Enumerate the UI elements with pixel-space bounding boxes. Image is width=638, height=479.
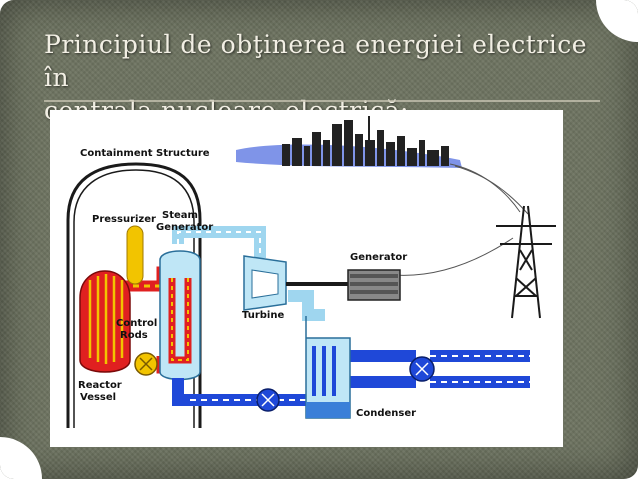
feedwater-pump	[256, 388, 280, 412]
generator	[347, 269, 401, 301]
label-reactor-vessel-line-2: Vessel	[80, 392, 116, 403]
label-containment-structure: Containment Structure	[80, 148, 210, 159]
reactor-coolant-pump	[134, 352, 158, 376]
title-rule	[44, 100, 600, 102]
label-steam-generator-line-1: Steam	[162, 210, 198, 221]
cooling-water-pump	[409, 356, 435, 382]
power-lines	[393, 163, 529, 276]
label-condenser: Condenser	[356, 408, 416, 419]
containment-structure	[66, 162, 202, 428]
label-turbine: Turbine	[242, 310, 284, 321]
condenser	[305, 316, 351, 419]
city-skyline-icon	[236, 116, 462, 168]
reactor-vessel	[79, 270, 131, 373]
label-generator: Generator	[350, 252, 407, 263]
transmission-tower-icon	[496, 205, 556, 319]
label-control-rods-line-2: Rods	[120, 330, 148, 341]
label-control-rods-line-1: Control	[116, 318, 157, 329]
label-steam-generator-line-2: Generator	[156, 222, 213, 233]
steam-generator	[159, 250, 201, 381]
label-pressurizer: Pressurizer	[92, 214, 156, 225]
nuclear-plant-diagram: Containment Structure Pressurizer Steam …	[66, 116, 556, 428]
label-reactor-vessel-line-1: Reactor	[78, 380, 122, 391]
title-line-1: Principiul de obţinerea energiei electri…	[44, 30, 587, 92]
pressurizer	[126, 225, 144, 285]
diagram-frame: Containment Structure Pressurizer Steam …	[50, 110, 563, 447]
turbine	[243, 255, 348, 311]
cooling-loop	[172, 350, 530, 406]
